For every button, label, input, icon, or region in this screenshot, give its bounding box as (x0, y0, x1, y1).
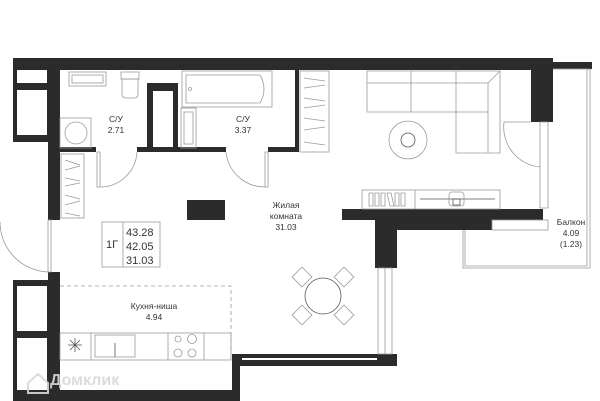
room-area-bathroom-1: 2.71 (108, 125, 125, 135)
total-area: 43.28 (126, 227, 154, 239)
room-area-living: 31.03 (275, 222, 297, 232)
dining-table (291, 266, 355, 326)
room-label-bathroom-1: С/У (109, 114, 124, 124)
room-label-kitchen: Кухня-ниша (131, 301, 178, 311)
room-area-kitchen: 4.94 (146, 312, 163, 322)
walls (13, 58, 553, 401)
doors (0, 121, 541, 273)
living-room-furniture (187, 70, 501, 220)
room-label-living-1: Жилая (273, 200, 300, 210)
area-summary: 1Г 43.28 42.05 31.03 (101, 221, 161, 268)
area-without-balcony: 42.05 (126, 241, 154, 253)
room-label-balcony: Балкон (557, 217, 586, 227)
room-area-bathroom-2: 3.37 (235, 125, 252, 135)
svg-text:Домклик: Домклик (50, 372, 120, 389)
apartment-type: 1Г (106, 239, 118, 251)
bathroom-2-fixtures (180, 70, 273, 149)
watermark: Домклик (27, 372, 120, 394)
windows (377, 121, 549, 355)
balcony (462, 62, 592, 269)
room-label-bathroom-2: С/У (236, 114, 251, 124)
room-label-living-2: комната (270, 211, 302, 221)
living-area: 31.03 (126, 255, 154, 267)
bathroom-1-fixtures (59, 71, 140, 219)
room-area-balcony-reduced: (1.23) (560, 239, 582, 249)
room-area-balcony: 4.09 (563, 228, 580, 238)
kitchen-niche (59, 285, 232, 361)
column (187, 200, 225, 220)
